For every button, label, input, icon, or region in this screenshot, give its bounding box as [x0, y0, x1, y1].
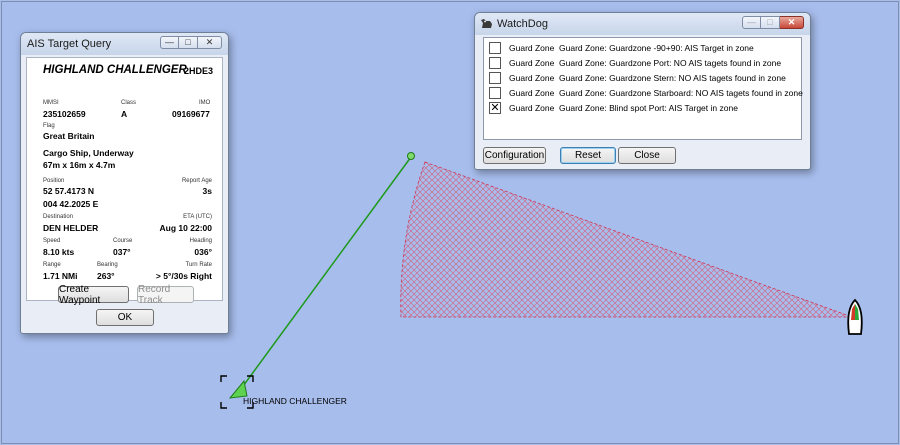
alarm-row[interactable]: Guard Zone Guard Zone: Guardzone Starboa…	[484, 87, 803, 101]
alarm-message: Guard Zone: Guardzone Port: NO AIS taget…	[559, 58, 782, 68]
guard-zone-sector	[400, 161, 853, 318]
ais-target-name-label: HIGHLAND CHALLENGER	[243, 396, 347, 406]
cog-vector-line	[237, 156, 412, 394]
vessel-name: HIGHLAND CHALLENGER	[43, 64, 187, 76]
vessel-callsign: 2HDE3	[184, 66, 214, 76]
turn-rate-label: Turn Rate	[185, 262, 212, 268]
ais-target-triangle[interactable]	[228, 379, 248, 399]
longitude-value: 004 42.2025 E	[43, 199, 99, 209]
ais-query-window-controls: — □ ✕	[160, 36, 222, 49]
alarm-type: Guard Zone	[509, 58, 555, 68]
cog-vector-end-marker[interactable]	[407, 152, 415, 160]
class-label: Class	[121, 100, 137, 106]
mmsi-label: MMSI	[43, 100, 59, 106]
course-value: 037°	[113, 247, 131, 257]
heading-label: Heading	[189, 238, 212, 244]
turn-rate-value: > 5°/30s Right	[155, 271, 212, 281]
range-label: Range	[43, 262, 61, 268]
minimize-icon[interactable]: —	[160, 36, 179, 49]
alarm-message: Guard Zone: Blind spot Port: AIS Target …	[559, 103, 738, 113]
report-age-label: Report Age	[181, 178, 212, 184]
maximize-icon[interactable]: □	[179, 36, 198, 49]
ok-button[interactable]: OK	[96, 309, 154, 326]
alarm-enable-checkbox[interactable]	[489, 87, 501, 99]
minimize-icon[interactable]: —	[742, 16, 761, 29]
speed-value: 8.10 kts	[43, 247, 75, 257]
own-ship-icon[interactable]	[847, 298, 863, 335]
close-button[interactable]: Close	[618, 147, 676, 164]
watchdog-titlebar[interactable]: WatchDog	[475, 13, 810, 35]
alarm-row[interactable]: Guard Zone Guard Zone: Guardzone Port: N…	[484, 57, 801, 71]
eta-label: ETA (UTC)	[183, 214, 212, 220]
ais-query-title: AIS Target Query	[27, 38, 112, 50]
eta-value: Aug 10 22:00	[159, 223, 212, 233]
bearing-value: 263°	[97, 271, 115, 281]
alarm-message: Guard Zone: Guardzone -90+90: AIS Target…	[559, 43, 754, 53]
alarm-enable-checkbox[interactable]: ✕	[489, 102, 501, 114]
destination-label: Destination	[43, 214, 74, 220]
alarm-type: Guard Zone	[509, 88, 555, 98]
speed-label: Speed	[43, 238, 61, 244]
alarm-type: Guard Zone	[509, 43, 555, 53]
course-label: Course	[113, 238, 133, 244]
alarm-message: Guard Zone: Guardzone Stern: NO AIS tage…	[559, 73, 786, 83]
close-icon[interactable]: ✕	[198, 36, 222, 49]
bearing-label: Bearing	[97, 262, 118, 268]
alarm-row[interactable]: Guard Zone Guard Zone: Guardzone Stern: …	[484, 72, 801, 86]
latitude-value: 52 57.4173 N	[43, 186, 95, 196]
range-value: 1.71 NMi	[43, 271, 78, 281]
watchdog-alarm-list: Guard Zone Guard Zone: Guardzone -90+90:…	[483, 37, 803, 140]
alarm-row[interactable]: Guard Zone Guard Zone: Guardzone -90+90:…	[484, 42, 801, 56]
mmsi-value: 235102659	[43, 109, 86, 119]
watchdog-dog-icon	[481, 19, 492, 28]
alarm-type: Guard Zone	[509, 103, 555, 113]
target-selection-brackets	[220, 375, 254, 409]
alarm-enable-checkbox[interactable]	[489, 57, 501, 69]
watchdog-window-controls: — □ ✕	[742, 16, 804, 29]
ship-type-value: Cargo Ship, Underway	[43, 148, 134, 158]
record-track-button[interactable]: Record Track	[137, 284, 194, 306]
watchdog-window: WatchDog — □ ✕ Guard Zone Guard Zone: Gu…	[474, 12, 811, 170]
imo-value: 09169677	[172, 109, 210, 119]
configuration-button[interactable]: Configuration	[483, 147, 546, 164]
imo-label: IMO	[199, 100, 211, 106]
alarm-enable-checkbox[interactable]	[489, 42, 501, 54]
watchdog-title: WatchDog	[497, 18, 548, 30]
create-waypoint-button[interactable]: Create Waypoint	[58, 284, 129, 306]
ais-target-query-window: AIS Target Query — □ ✕ HIGHLAND CHALLENG…	[20, 32, 229, 334]
class-value: A	[121, 109, 128, 119]
alarm-type: Guard Zone	[509, 73, 555, 83]
alarm-enable-checkbox[interactable]	[489, 72, 501, 84]
alarm-message: Guard Zone: Guardzone Starboard: NO AIS …	[559, 88, 803, 98]
position-label: Position	[43, 178, 65, 184]
maximize-icon[interactable]: □	[761, 16, 780, 29]
reset-button[interactable]: Reset	[560, 147, 616, 164]
dimensions-value: 67m x 16m x 4.7m	[43, 160, 116, 170]
report-age-value: 3s	[202, 186, 212, 196]
heading-value: 036°	[194, 247, 212, 257]
ais-query-details-panel: HIGHLAND CHALLENGER 2HDE3 MMSI Class IMO…	[26, 57, 223, 301]
destination-value: DEN HELDER	[43, 223, 99, 233]
flag-label: Flag	[43, 123, 55, 129]
alarm-row[interactable]: ✕ Guard Zone Guard Zone: Blind spot Port…	[484, 102, 801, 116]
close-icon[interactable]: ✕	[780, 16, 804, 29]
flag-value: Great Britain	[43, 131, 95, 141]
